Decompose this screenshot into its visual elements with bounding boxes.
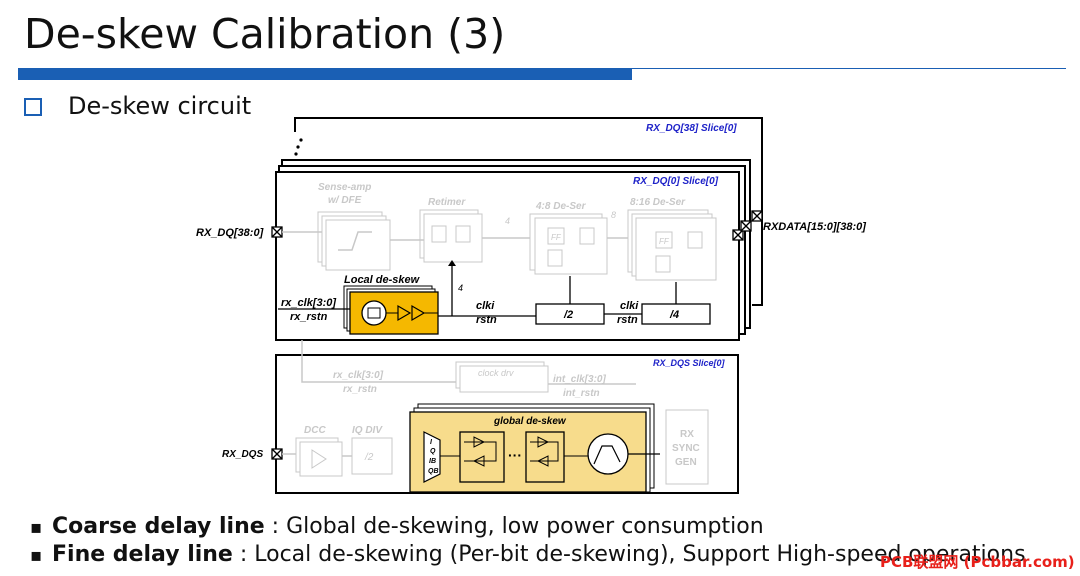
svg-text:I: I bbox=[430, 439, 433, 446]
bullet-desc: : Global de-skewing, low power consumpti… bbox=[264, 514, 764, 539]
input-dqs-label: RX_DQS bbox=[222, 449, 263, 460]
svg-text:···: ··· bbox=[508, 447, 522, 463]
svg-text:Retimer: Retimer bbox=[428, 197, 466, 208]
rstn-label-1: rstn bbox=[476, 314, 497, 326]
svg-text:FF: FF bbox=[551, 233, 562, 242]
dqs-rx-clk-label: rx_clk[3:0] bbox=[333, 370, 384, 381]
svg-text:SYNC: SYNC bbox=[672, 443, 700, 454]
bus-width-4b: 4 bbox=[458, 283, 463, 293]
square-bullet-icon bbox=[24, 98, 42, 116]
int-clk-label: int_clk[3:0] bbox=[553, 374, 606, 385]
bullet-desc: : Local de-skewing (Per-bit de-skewing),… bbox=[232, 542, 1026, 567]
input-dq-pad-icon bbox=[271, 226, 283, 238]
output-data-label: RXDATA[15:0][38:0] bbox=[763, 221, 866, 233]
divider-4-label: /4 bbox=[669, 309, 679, 321]
bullet-icon: ▪ bbox=[30, 545, 43, 566]
sense-amp-block: Sense-amp w/ DFE bbox=[317, 182, 391, 271]
rx-rstn-label: rx_rstn bbox=[290, 311, 328, 323]
svg-text:8:16 De-Ser: 8:16 De-Ser bbox=[630, 197, 686, 208]
output-pad-icon bbox=[732, 210, 763, 241]
svg-text:GEN: GEN bbox=[675, 457, 697, 468]
list-item: ▪ Coarse delay line : Global de-skewing, … bbox=[30, 514, 1026, 542]
svg-text:4:8 De-Ser: 4:8 De-Ser bbox=[535, 201, 587, 212]
svg-text:FF: FF bbox=[659, 237, 670, 246]
rx-sync-gen-block: RX SYNC GEN bbox=[665, 409, 709, 485]
global-deskew-block: global de-skew I Q IB QB ··· bbox=[409, 403, 660, 493]
dcc-block: DCC bbox=[295, 425, 343, 477]
rstn-label-2: rstn bbox=[617, 314, 638, 326]
svg-text:IQ DIV: IQ DIV bbox=[352, 425, 383, 436]
section-subtitle: De-skew circuit bbox=[68, 92, 252, 120]
divider-2-label: /2 bbox=[563, 309, 573, 321]
clock-drv-block: clock drv bbox=[455, 361, 549, 393]
clki-label-2: clki bbox=[620, 300, 639, 312]
input-dqs-pad-icon bbox=[271, 448, 283, 460]
deser-4-8-block: 4:8 De-Ser FF bbox=[529, 201, 608, 275]
rx-clk-label: rx_clk[3:0] bbox=[281, 297, 336, 309]
list-item: ▪ Fine delay line : Local de-skewing (Per… bbox=[30, 542, 1026, 570]
svg-text:/2: /2 bbox=[364, 452, 374, 463]
svg-text:Q: Q bbox=[430, 448, 436, 455]
bullet-term: Coarse delay line bbox=[52, 514, 265, 539]
iq-div-block: IQ DIV /2 bbox=[351, 425, 393, 475]
page-title: De-skew Calibration (3) bbox=[24, 10, 506, 58]
svg-text:clock drv: clock drv bbox=[478, 368, 514, 378]
clki-label-1: clki bbox=[476, 300, 495, 312]
bullet-list: ▪ Coarse delay line : Global de-skewing, … bbox=[30, 514, 1026, 570]
svg-text:IB: IB bbox=[429, 458, 436, 465]
svg-text:global de-skew: global de-skew bbox=[493, 416, 567, 427]
svg-text:w/ DFE: w/ DFE bbox=[328, 195, 362, 206]
local-deskew-label: Local de-skew bbox=[344, 274, 421, 286]
input-dq-label: RX_DQ[38:0] bbox=[196, 227, 264, 239]
bus-width-4a: 4 bbox=[505, 216, 510, 226]
svg-text:RX: RX bbox=[680, 429, 694, 440]
bus-width-8: 8 bbox=[611, 210, 616, 220]
slice-label-front: RX_DQ[0] Slice[0] bbox=[633, 176, 719, 187]
bullet-term: Fine delay line bbox=[52, 542, 233, 567]
svg-text:DCC: DCC bbox=[304, 425, 326, 436]
dqs-slice-label: RX_DQS Slice[0] bbox=[653, 358, 726, 368]
title-underline-thick bbox=[18, 68, 632, 80]
local-deskew-block bbox=[343, 285, 439, 335]
slice-label-back: RX_DQ[38] Slice[0] bbox=[646, 123, 737, 134]
svg-text:QB: QB bbox=[428, 468, 439, 475]
deser-8-16-block: 8:16 De-Ser FF bbox=[627, 197, 717, 281]
stack-ellipsis-icon bbox=[294, 138, 303, 156]
watermark: PCB联盟网 (Pcbbar.com) bbox=[880, 553, 1075, 571]
svg-text:Sense-amp: Sense-amp bbox=[318, 182, 371, 193]
dqs-rx-rstn-label: rx_rstn bbox=[343, 384, 377, 395]
bullet-icon: ▪ bbox=[30, 517, 43, 538]
title-underline-thin bbox=[632, 68, 1066, 69]
int-rstn-label: int_rstn bbox=[563, 388, 600, 399]
